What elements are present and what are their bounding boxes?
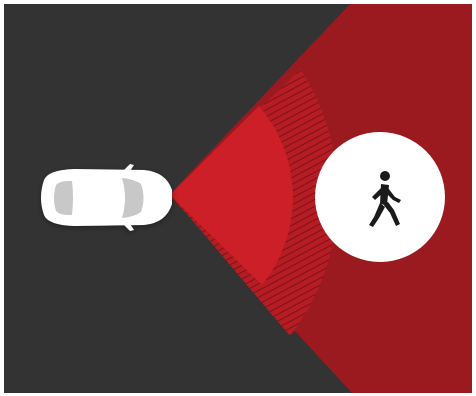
car-windshield: [122, 178, 144, 218]
detection-scene: [4, 4, 472, 393]
detection-illustration: [4, 4, 472, 393]
car-top-view-icon: [41, 164, 172, 231]
car-rear-window: [54, 181, 73, 215]
pedestrian-badge: [315, 132, 445, 262]
